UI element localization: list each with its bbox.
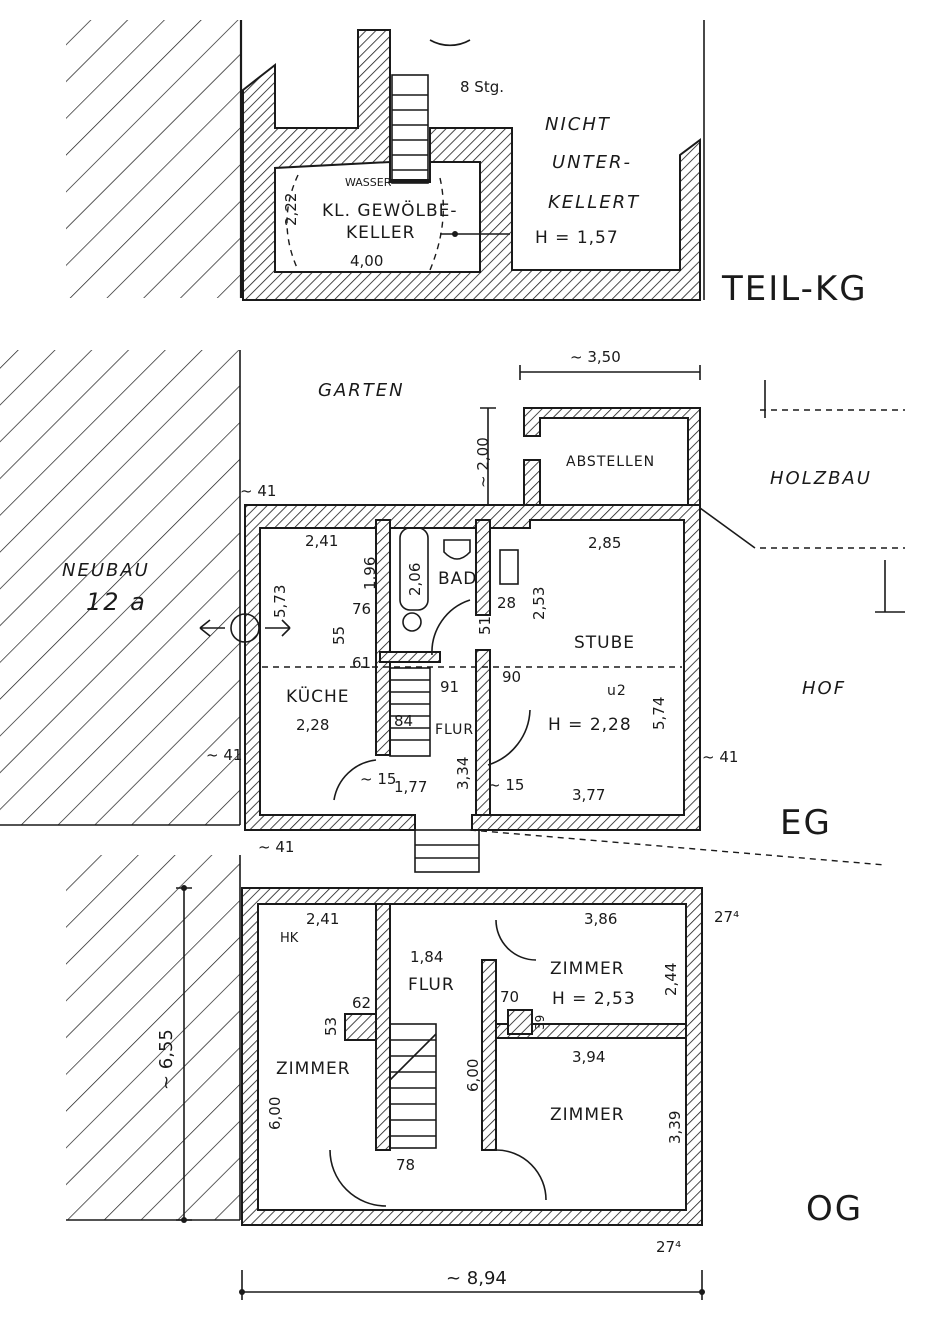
eg-room-living-number: u2	[607, 683, 627, 699]
og-dim-tr-width: 3,86	[584, 910, 617, 928]
eg-dim-wall-41-left: ~ 41	[206, 746, 242, 764]
og-dim-left-width: 2,41	[306, 910, 339, 928]
eg-room-bath: BAD	[438, 569, 477, 589]
kg-cellar-label-line1: KL. GEWÖLBE-	[322, 199, 458, 221]
eg-dim-15b: ~ 15	[488, 776, 524, 794]
og-room-top-right: ZIMMER	[550, 959, 625, 979]
og-dim-tr-depth: 2,44	[662, 963, 680, 996]
upper-floor-plan: ZIMMER ZIMMER ZIMMER FLUR H = 2,53 HK 2,…	[66, 855, 863, 1300]
og-dim-br-depth: 3,39	[666, 1111, 684, 1144]
og-dim-78: 78	[396, 1156, 415, 1174]
og-hk-label: HK	[280, 931, 299, 946]
kg-not-basement-line2: UNTER-	[552, 152, 632, 173]
kg-not-basement-line3: KELLERT	[548, 192, 640, 213]
neighbour-hatch-og	[66, 855, 240, 1220]
eg-dim-shed-depth: ~ 2,00	[474, 437, 492, 488]
eg-yard-label: HOF	[802, 678, 846, 699]
og-room-bottom-right: ZIMMER	[550, 1105, 625, 1125]
og-dim-left-depth: 6,00	[266, 1097, 284, 1130]
eg-dim-kitchen-depth: 5,73	[271, 585, 289, 618]
og-dim-39: 39	[533, 1015, 547, 1030]
eg-shed-label: ABSTELLEN	[566, 454, 655, 470]
basement-stair	[391, 39, 471, 184]
ground-floor-stair	[389, 667, 431, 757]
eg-dim-84: 84	[394, 712, 413, 730]
eg-timber-label: HOLZBAU	[770, 468, 872, 489]
og-title: OG	[806, 1189, 863, 1229]
og-dim-wall-top: 27⁴	[714, 908, 739, 926]
kg-stairs-label: 8 Stg.	[460, 78, 504, 96]
eg-dim-51: 51	[476, 616, 494, 635]
og-dim-53: 53	[322, 1017, 340, 1036]
bathtub-icon	[399, 527, 429, 611]
eg-dim-61: 61	[352, 654, 371, 672]
neighbour-hatch-kg	[66, 20, 241, 298]
eg-height-label: H = 2,28	[548, 715, 632, 735]
og-dim-total-width: ~ 8,94	[446, 1268, 507, 1289]
eg-dim-living-bottom: 3,77	[572, 786, 605, 804]
eg-dim-55: 55	[330, 626, 348, 645]
basement-plan: 8 Stg. NICHT UNTER- KELLERT KL. GEWÖLBE-…	[66, 20, 868, 309]
og-room-hall: FLUR	[408, 975, 455, 995]
eg-dim-bath-b: 2,06	[406, 563, 424, 596]
eg-room-hall: FLUR	[435, 722, 474, 738]
eg-room-living: STUBE	[574, 633, 635, 653]
og-dim-hall-width: 1,84	[410, 948, 443, 966]
basement-walls	[242, 29, 701, 301]
eg-dim-15a: ~ 15	[360, 770, 396, 788]
eg-neighbour-line1: NEUBAU	[62, 560, 150, 581]
eg-dim-wall-41-bottom: ~ 41	[258, 838, 294, 856]
kg-title: TEIL-KG	[721, 269, 868, 309]
eg-dim-28: 28	[497, 594, 516, 612]
neighbour-hatch-eg	[0, 350, 240, 825]
eg-dim-living-depth: 5,74	[650, 697, 668, 730]
eg-dim-top-overall: ~ 3,50	[570, 348, 621, 366]
ground-floor-plan: GARTEN ABSTELLEN HOLZBAU HOF NEUBAU 12 a…	[0, 348, 905, 873]
og-height-label: H = 2,53	[552, 989, 636, 1009]
eg-title: EG	[780, 803, 832, 843]
eg-garden-label: GARTEN	[318, 380, 405, 401]
og-dim-70: 70	[500, 988, 519, 1006]
eg-dim-wall-41-right: ~ 41	[702, 748, 738, 766]
upper-floor-stair	[389, 1023, 437, 1149]
eg-dim-91: 91	[440, 678, 459, 696]
entrance-steps	[414, 829, 480, 873]
toilet-icon	[402, 612, 422, 632]
og-dim-wall-bottom: 27⁴	[656, 1238, 681, 1256]
eg-room-kitchen: KÜCHE	[286, 685, 350, 707]
og-dim-62: 62	[352, 994, 371, 1012]
ground-floor-walls	[244, 504, 701, 831]
og-room-left: ZIMMER	[276, 1059, 351, 1079]
eg-dim-bath-c: 2,53	[530, 587, 548, 620]
kg-not-basement-line1: NICHT	[545, 114, 611, 135]
og-dim-total-depth: ~ 6,55	[156, 1029, 177, 1090]
eg-dim-bath-a: 1,96	[361, 557, 379, 590]
kg-cellar-label-line2: KELLER	[346, 223, 415, 243]
eg-dim-90: 90	[502, 668, 521, 686]
kg-water-label: WASSER	[345, 176, 392, 189]
eg-dim-wall-41-top: ~ 41	[240, 482, 276, 500]
og-dim-br-width: 3,94	[572, 1048, 605, 1066]
eg-dim-living-width: 2,85	[588, 534, 621, 552]
eg-neighbour-line2: 12 a	[86, 588, 147, 616]
eg-dim-kitchen-inner: 2,28	[296, 716, 329, 734]
eg-dim-76: 76	[352, 600, 371, 618]
kg-dim-depth: 2,22	[282, 193, 300, 226]
kg-dim-width: 4,00	[350, 252, 383, 270]
eg-dim-kitchen-width: 2,41	[305, 532, 338, 550]
kg-height-label: H = 1,57	[535, 228, 619, 248]
eg-dim-hall-width: 1,77	[394, 778, 427, 796]
eg-dim-hall-depth: 3,34	[454, 757, 472, 790]
upper-floor-walls	[241, 887, 703, 1226]
og-dim-hall-depth: 6,00	[464, 1059, 482, 1092]
washbasin-icon	[443, 539, 471, 560]
